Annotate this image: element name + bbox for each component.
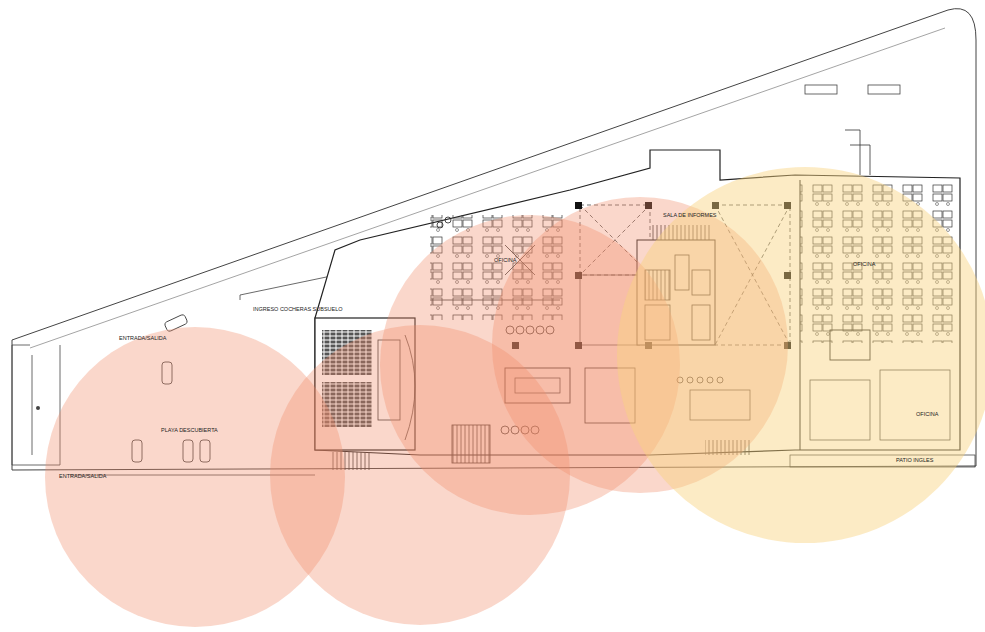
plan-label: ENTRADA/SALIDA bbox=[118, 336, 167, 342]
plan-label: PLAYA DESCUBIERTA bbox=[160, 428, 219, 434]
plan-label: PATIO INGLES bbox=[895, 458, 934, 464]
plan-label: OFICINA bbox=[915, 412, 939, 418]
plan-label: OFICINA bbox=[852, 262, 876, 268]
plan-label: OFICINA bbox=[493, 258, 517, 264]
plan-label: INGRESO COCHERAS SUBSUELO bbox=[252, 307, 344, 313]
plan-label: ENTRADA/SALIDA bbox=[58, 474, 107, 480]
plan-label: SALA DE INFORMES bbox=[662, 213, 718, 219]
